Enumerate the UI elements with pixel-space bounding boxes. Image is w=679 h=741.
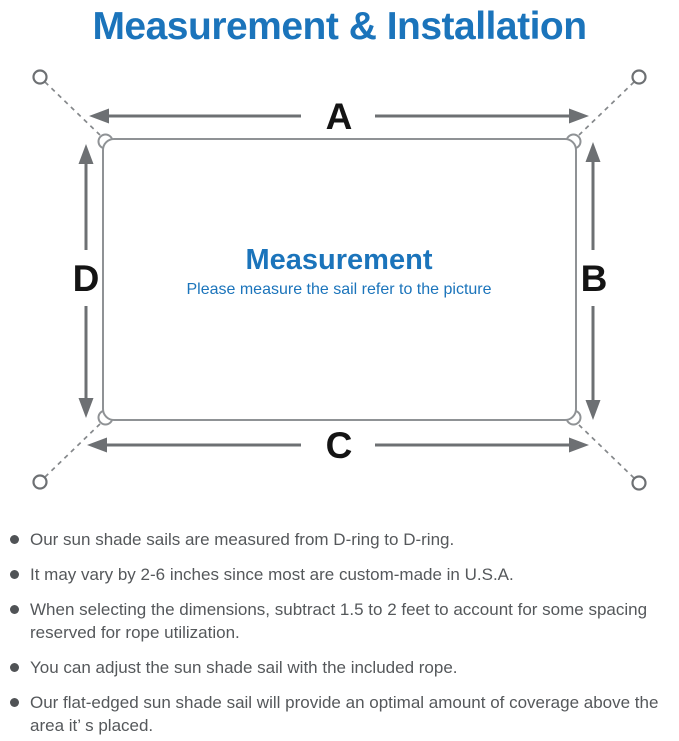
sail-diagram-svg: A C D B Measurement Please measure the s… <box>32 69 647 491</box>
note-text: When selecting the dimensions, subtract … <box>30 600 648 642</box>
note-text: Our flat-edged sun shade sail will provi… <box>30 693 659 735</box>
note-item: Our sun shade sails are measured from D-… <box>10 528 671 551</box>
rope-dash-top-right <box>578 81 635 136</box>
diagram-center-subtitle: Please measure the sail refer to the pic… <box>186 281 491 298</box>
note-text: You can adjust the sun shade sail with t… <box>30 658 458 677</box>
dim-label-c: C <box>326 425 353 466</box>
dim-d-arrowhead-top <box>78 144 94 164</box>
bullet-icon <box>10 605 30 614</box>
measurement-notes-list: Our sun shade sails are measured from D-… <box>10 528 671 737</box>
measurement-diagram: A C D B Measurement Please measure the s… <box>0 54 679 504</box>
anchor-ring-bottom-right <box>631 475 647 491</box>
anchor-ring-bottom-left <box>32 474 48 490</box>
note-item: You can adjust the sun shade sail with t… <box>10 656 671 679</box>
dim-label-d: D <box>73 258 100 299</box>
rope-dash-top-left <box>44 81 101 136</box>
dim-b-arrowhead-top <box>585 142 601 162</box>
bullet-icon <box>10 570 30 579</box>
bullet-icon <box>10 535 30 544</box>
sail-outline <box>102 138 577 421</box>
dim-a-arrowhead-right <box>569 108 589 124</box>
note-text: It may vary by 2-6 inches since most are… <box>30 565 514 584</box>
rope-dash-bottom-left <box>44 423 101 478</box>
note-item: When selecting the dimensions, subtract … <box>10 598 671 644</box>
note-text: Our sun shade sails are measured from D-… <box>30 530 455 549</box>
dim-b-arrowhead-bottom <box>585 400 601 420</box>
bullet-icon <box>10 663 30 672</box>
note-item: Our flat-edged sun shade sail will provi… <box>10 691 671 737</box>
anchor-ring-top-right <box>631 69 647 85</box>
page-title: Measurement & Installation <box>92 5 587 48</box>
dim-a-arrowhead-left <box>89 108 109 124</box>
dim-c-arrowhead-right <box>569 437 589 453</box>
anchor-ring-top-left <box>32 69 48 85</box>
dim-d-arrowhead-bottom <box>78 398 94 418</box>
note-item: It may vary by 2-6 inches since most are… <box>10 563 671 586</box>
bullet-icon <box>10 698 30 707</box>
dim-label-b: B <box>581 258 608 299</box>
diagram-center-title: Measurement <box>246 244 433 276</box>
rope-dash-bottom-right <box>578 424 635 479</box>
dim-c-arrowhead-left <box>87 437 107 453</box>
dim-label-a: A <box>326 96 353 137</box>
